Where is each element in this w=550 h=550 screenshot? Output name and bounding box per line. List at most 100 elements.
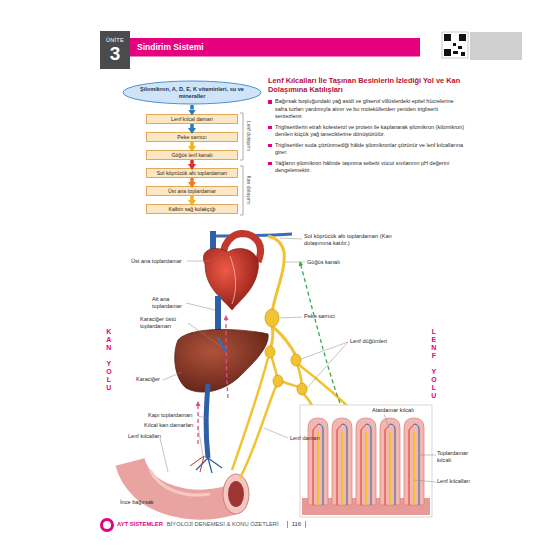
artery-capillary: [361, 424, 366, 505]
bracket: [240, 166, 243, 215]
lymph-node: [265, 346, 275, 358]
coronary-line: [230, 256, 236, 304]
lymph-node: [273, 375, 283, 387]
vein-capillary: [390, 424, 395, 505]
part-label: Karaciğer üstü toplardamarı: [140, 316, 188, 329]
part-label: Lenf kılcalları: [128, 433, 161, 440]
lacteal: [365, 432, 367, 505]
part-label: Alt ana toplardamar: [152, 296, 186, 309]
header-rule: [130, 55, 420, 57]
pathway-label: LENF YOLU: [429, 328, 437, 400]
step-text: Göğüs lenf kanalı: [171, 152, 212, 158]
part-label: Kapı toplardamarı: [148, 412, 192, 419]
blood-capillaries: [190, 456, 204, 472]
flow-arrow: [190, 124, 194, 128]
oval-text: Şilomikron, A, D, E, K vitaminleri, su v…: [140, 86, 244, 100]
qr-module: [444, 49, 451, 56]
process-box: Lenf kılcal damarı: [146, 114, 238, 124]
intestine-section: [223, 474, 249, 514]
bracket-label: Lenf dolaşımı: [246, 111, 252, 161]
liver: [175, 329, 268, 392]
step-text: Peke sarnıcı: [177, 134, 206, 140]
lacteal: [389, 432, 391, 505]
step-text: Sol köprücük altı toplardamarı: [157, 170, 227, 176]
pathway-label: KAN YOLU: [104, 328, 112, 392]
chapter-title: Sindirim Sistemi: [137, 42, 204, 52]
part-label: İnce bağırsak: [120, 499, 154, 506]
qr-module: [444, 34, 451, 41]
lymph-flow-arrow: [300, 262, 345, 416]
flow-arrow: [190, 178, 194, 182]
leader-line: [414, 480, 436, 482]
header-tab: [470, 32, 522, 60]
footer: AYT SİSTEMLER BİYOLOJİ DENEMESİ & KONU ÖZ…: [117, 521, 306, 528]
leader-line: [384, 414, 389, 428]
part-label: Lenf düğümleri: [350, 338, 387, 345]
page-number: 116: [287, 521, 307, 528]
part-label: Sol köprücük altı toplardamarı (Kan dola…: [304, 233, 400, 246]
villus: [308, 418, 328, 505]
bullet-text: Bağırsak boşluğundaki yağ asidi ve glise…: [268, 98, 466, 120]
bullet-text: Trigliseritlerin etrafı kolesterol ve pr…: [268, 124, 466, 139]
villus: [356, 418, 376, 505]
lymph-vessel: [270, 352, 302, 388]
leader-line: [198, 426, 203, 456]
qr-module: [453, 43, 456, 46]
leader-line: [280, 238, 302, 239]
lacteal: [317, 432, 319, 505]
lacteal: [341, 432, 343, 505]
lymph-vessel: [232, 358, 276, 478]
flow-arrow: [190, 105, 194, 110]
chapter-band: Sindirim Sistemi: [130, 38, 420, 55]
unit-label: ÜNİTE: [106, 37, 124, 44]
part-label: Peke sarnıcı: [304, 313, 335, 320]
flow-arrow: [190, 196, 194, 200]
unit-number: 3: [110, 44, 121, 64]
part-label: Göğüs kanalı: [307, 259, 340, 266]
footer-title: BİYOLOJİ DENEMESİ & KONU ÖZETLERİ: [167, 521, 279, 528]
vein-capillary: [414, 424, 419, 505]
qr-code: [442, 32, 468, 58]
villus: [380, 418, 400, 505]
step-text: Kalbin sağ kulakçığı: [168, 206, 215, 212]
small-intestine: [130, 462, 232, 504]
blood-flow-arrow: [226, 316, 228, 398]
qr-module: [459, 34, 466, 41]
process-box: Peke sarnıcı: [146, 132, 238, 142]
part-label: Üst ana toplardamar: [131, 258, 182, 265]
lacteal: [413, 432, 415, 505]
lymph-node: [297, 383, 307, 395]
leader-line: [160, 438, 168, 472]
qr-module: [461, 52, 465, 56]
footer-brand: AYT SİSTEMLER: [117, 521, 163, 528]
logo: [100, 518, 114, 532]
villus-inset: [300, 405, 432, 517]
process-box: Göğüs lenf kanalı: [146, 150, 238, 160]
start-oval: Şilomikron, A, D, E, K vitaminleri, su v…: [122, 80, 262, 105]
step-text: Üst ana toplardamar: [168, 188, 216, 194]
leader-line: [264, 428, 288, 438]
qr-module: [458, 46, 462, 49]
part-label: Kılcal kan damarları: [144, 422, 193, 429]
process-box: Sol köprücük altı toplardamarı: [146, 168, 238, 178]
bullet-text: Yağların şilomikron hâlinde taşınma sebe…: [268, 160, 466, 175]
lymph-node: [291, 354, 301, 366]
bullet-text: Trigliseritler suda çözünmediği hâlde şi…: [268, 142, 466, 157]
thoracic-duct: [268, 236, 284, 312]
intestine-highlight: [150, 470, 210, 495]
part-label: Karaciğer: [136, 376, 160, 383]
intestine-lumen: [228, 481, 244, 507]
step-text: Lenf kılcal damarı: [171, 116, 213, 122]
villus: [332, 418, 352, 505]
qr-module: [453, 51, 458, 54]
part-label: Lenf kılcalları: [437, 478, 473, 485]
artery-capillary: [409, 424, 414, 505]
oval-shape: [123, 81, 261, 104]
flow-arrow: [190, 142, 194, 146]
process-box: Kalbin sağ kulakçığı: [146, 204, 238, 214]
part-label: Atardamar kılcalı: [372, 407, 414, 414]
logo-inner: [103, 521, 111, 529]
leader-line: [186, 303, 215, 310]
artery-capillary: [337, 424, 342, 505]
